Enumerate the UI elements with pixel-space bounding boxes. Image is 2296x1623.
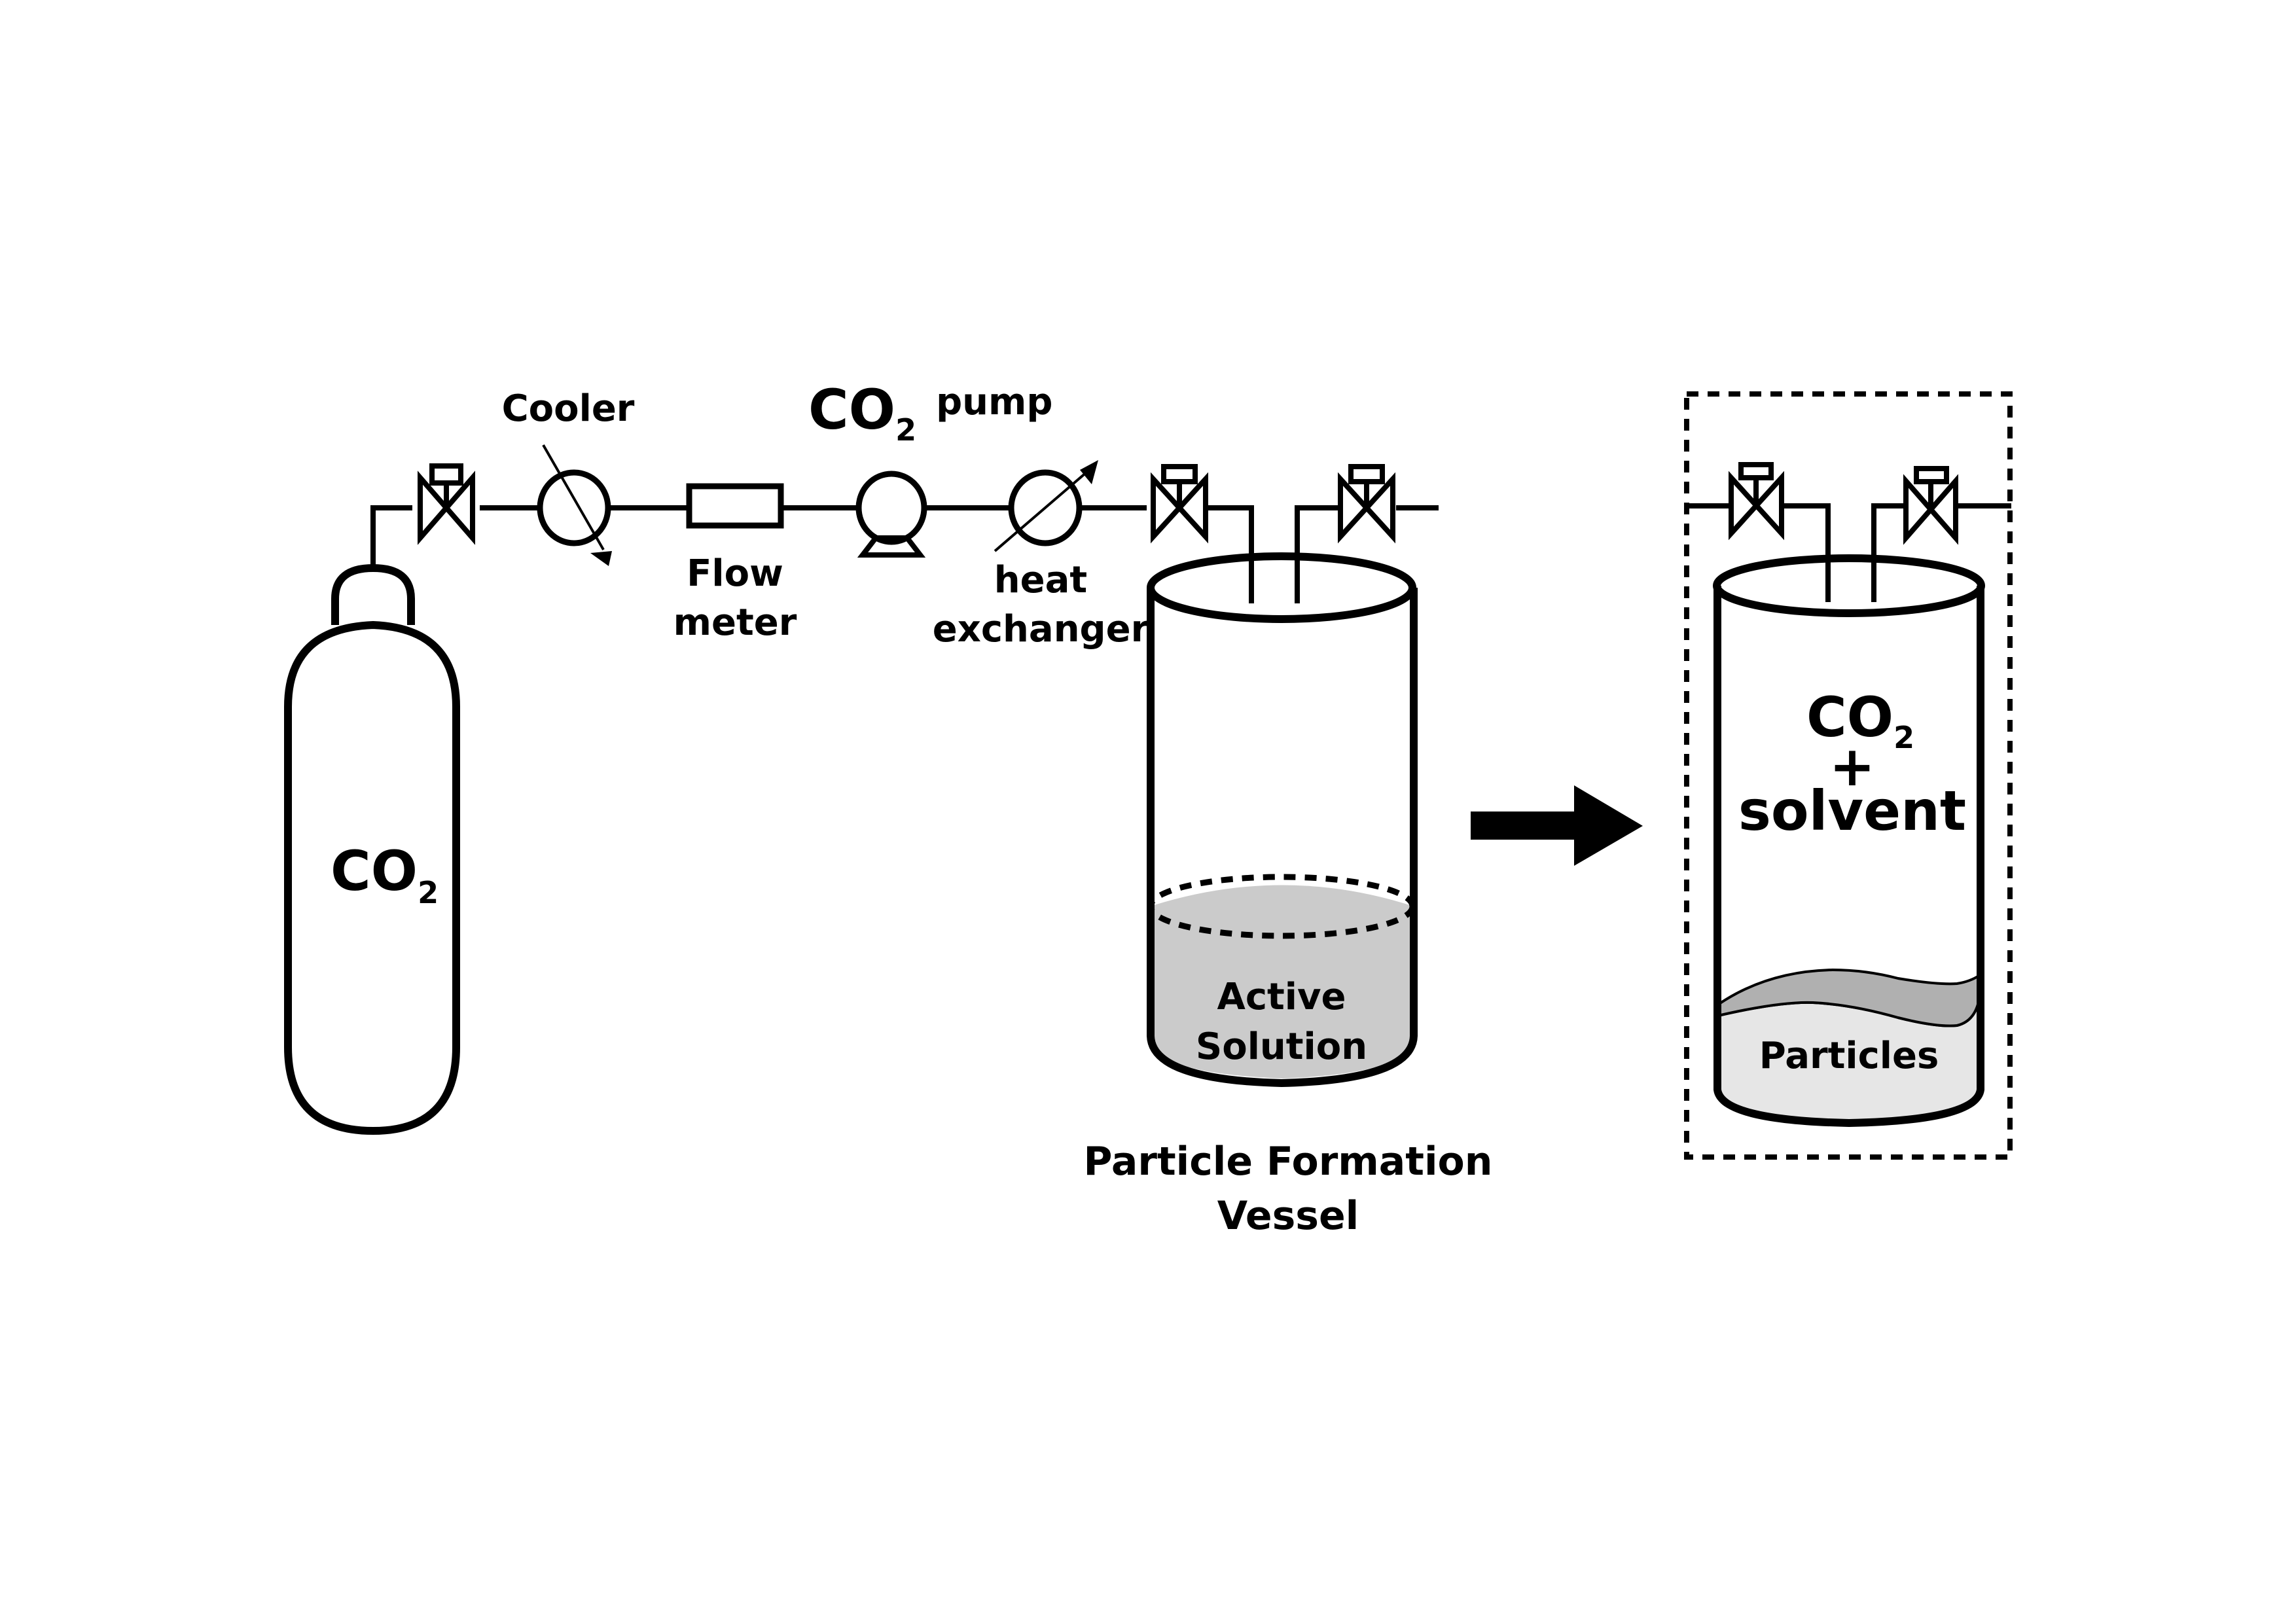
heat-exchanger-label-1: heat bbox=[994, 559, 1087, 601]
particle-formation-vessel: Active Solution bbox=[1147, 552, 1418, 1088]
cooler-label: Cooler bbox=[502, 387, 635, 430]
active-solution-label-2: Solution bbox=[1196, 1026, 1367, 1068]
vessel-top-rim bbox=[1147, 552, 1416, 623]
result-pipeline bbox=[1687, 503, 2011, 602]
pipe-cylinder-to-valve bbox=[370, 505, 412, 568]
main-pipeline bbox=[370, 505, 1439, 602]
valve-icon bbox=[1903, 466, 1958, 545]
flow-meter-icon bbox=[686, 483, 784, 529]
cylinder-body bbox=[284, 620, 460, 1135]
result-plus-label: + bbox=[1829, 734, 1875, 798]
result-vessel: CO2 + solvent Particles bbox=[1713, 554, 1985, 1128]
result-dashed-frame bbox=[1684, 391, 2013, 1160]
vessel-walls bbox=[1147, 588, 1418, 1088]
cylinder-cap bbox=[331, 563, 415, 625]
cylinder-label: CO2 bbox=[331, 839, 439, 910]
cooler-icon bbox=[537, 444, 612, 566]
valve-icon bbox=[1729, 462, 1784, 541]
pump-icon bbox=[855, 471, 927, 558]
result-vessel-top-rim bbox=[1713, 554, 1985, 617]
vessel-caption-2: Vessel bbox=[1217, 1193, 1359, 1239]
heat-exchanger-icon bbox=[994, 460, 1098, 552]
co2-cylinder: CO2 bbox=[284, 563, 460, 1135]
valve-icon bbox=[1151, 464, 1208, 544]
result-vessel-walls bbox=[1713, 586, 1984, 1128]
vessel-caption-1: Particle Formation bbox=[1084, 1139, 1493, 1185]
valve-icon bbox=[418, 463, 475, 545]
flow-meter-label-1: Flow bbox=[687, 552, 783, 595]
particles-label: Particles bbox=[1759, 1035, 1939, 1077]
valve-icon bbox=[1338, 464, 1395, 544]
result-gas-label: CO2 bbox=[1806, 685, 1914, 755]
flow-meter-label-2: meter bbox=[673, 601, 797, 644]
heat-exchanger-label-2: exchanger bbox=[933, 608, 1149, 651]
arrow-right-icon bbox=[1471, 785, 1643, 866]
active-solution-label-1: Active bbox=[1217, 976, 1346, 1018]
pump-label: CO2pump bbox=[808, 378, 1052, 448]
result-solvent-label: solvent bbox=[1738, 779, 1966, 843]
